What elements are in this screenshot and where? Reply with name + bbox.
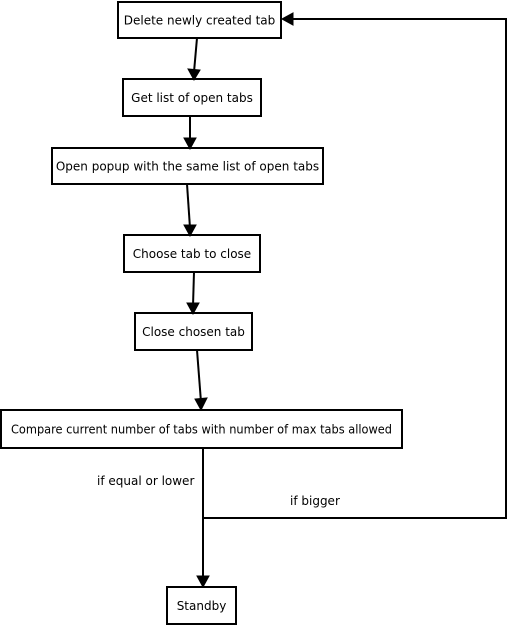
edge-delete-to-getlist bbox=[187, 37, 201, 82]
arrowhead bbox=[194, 397, 208, 412]
edge-close-to-compare bbox=[194, 349, 208, 412]
node-compare-label: Compare current number of tabs with numb… bbox=[11, 423, 392, 437]
arrowhead bbox=[186, 302, 200, 316]
arrowhead bbox=[183, 224, 197, 238]
edge-loop-bigger bbox=[203, 12, 507, 519]
node-standby: Standby bbox=[166, 586, 237, 625]
node-close-tab: Close chosen tab bbox=[134, 312, 253, 351]
node-delete-tab-label: Delete newly created tab bbox=[124, 14, 276, 28]
arrowhead bbox=[183, 137, 197, 151]
node-choose-tab: Choose tab to close bbox=[123, 234, 261, 273]
node-open-popup-label: Open popup with the same list of open ta… bbox=[56, 160, 319, 174]
node-compare: Compare current number of tabs with numb… bbox=[0, 409, 403, 449]
node-get-list-label: Get list of open tabs bbox=[131, 91, 253, 105]
edge-popup-to-choose bbox=[183, 183, 197, 238]
edge-choose-to-close bbox=[186, 271, 200, 316]
node-delete-tab: Delete newly created tab bbox=[117, 1, 282, 39]
node-close-tab-label: Close chosen tab bbox=[142, 325, 245, 339]
node-choose-tab-label: Choose tab to close bbox=[133, 247, 251, 261]
arrowhead bbox=[196, 575, 210, 589]
edge-label-bigger: if bigger bbox=[290, 494, 340, 508]
node-standby-label: Standby bbox=[177, 599, 227, 613]
node-open-popup: Open popup with the same list of open ta… bbox=[51, 147, 324, 185]
edge-getlist-to-popup bbox=[183, 116, 197, 151]
node-get-list: Get list of open tabs bbox=[122, 78, 262, 117]
arrowhead bbox=[187, 68, 201, 82]
edge-compare-to-standby bbox=[196, 448, 210, 589]
arrowhead bbox=[280, 12, 294, 26]
edge-label-equal-or-lower: if equal or lower bbox=[97, 474, 194, 488]
